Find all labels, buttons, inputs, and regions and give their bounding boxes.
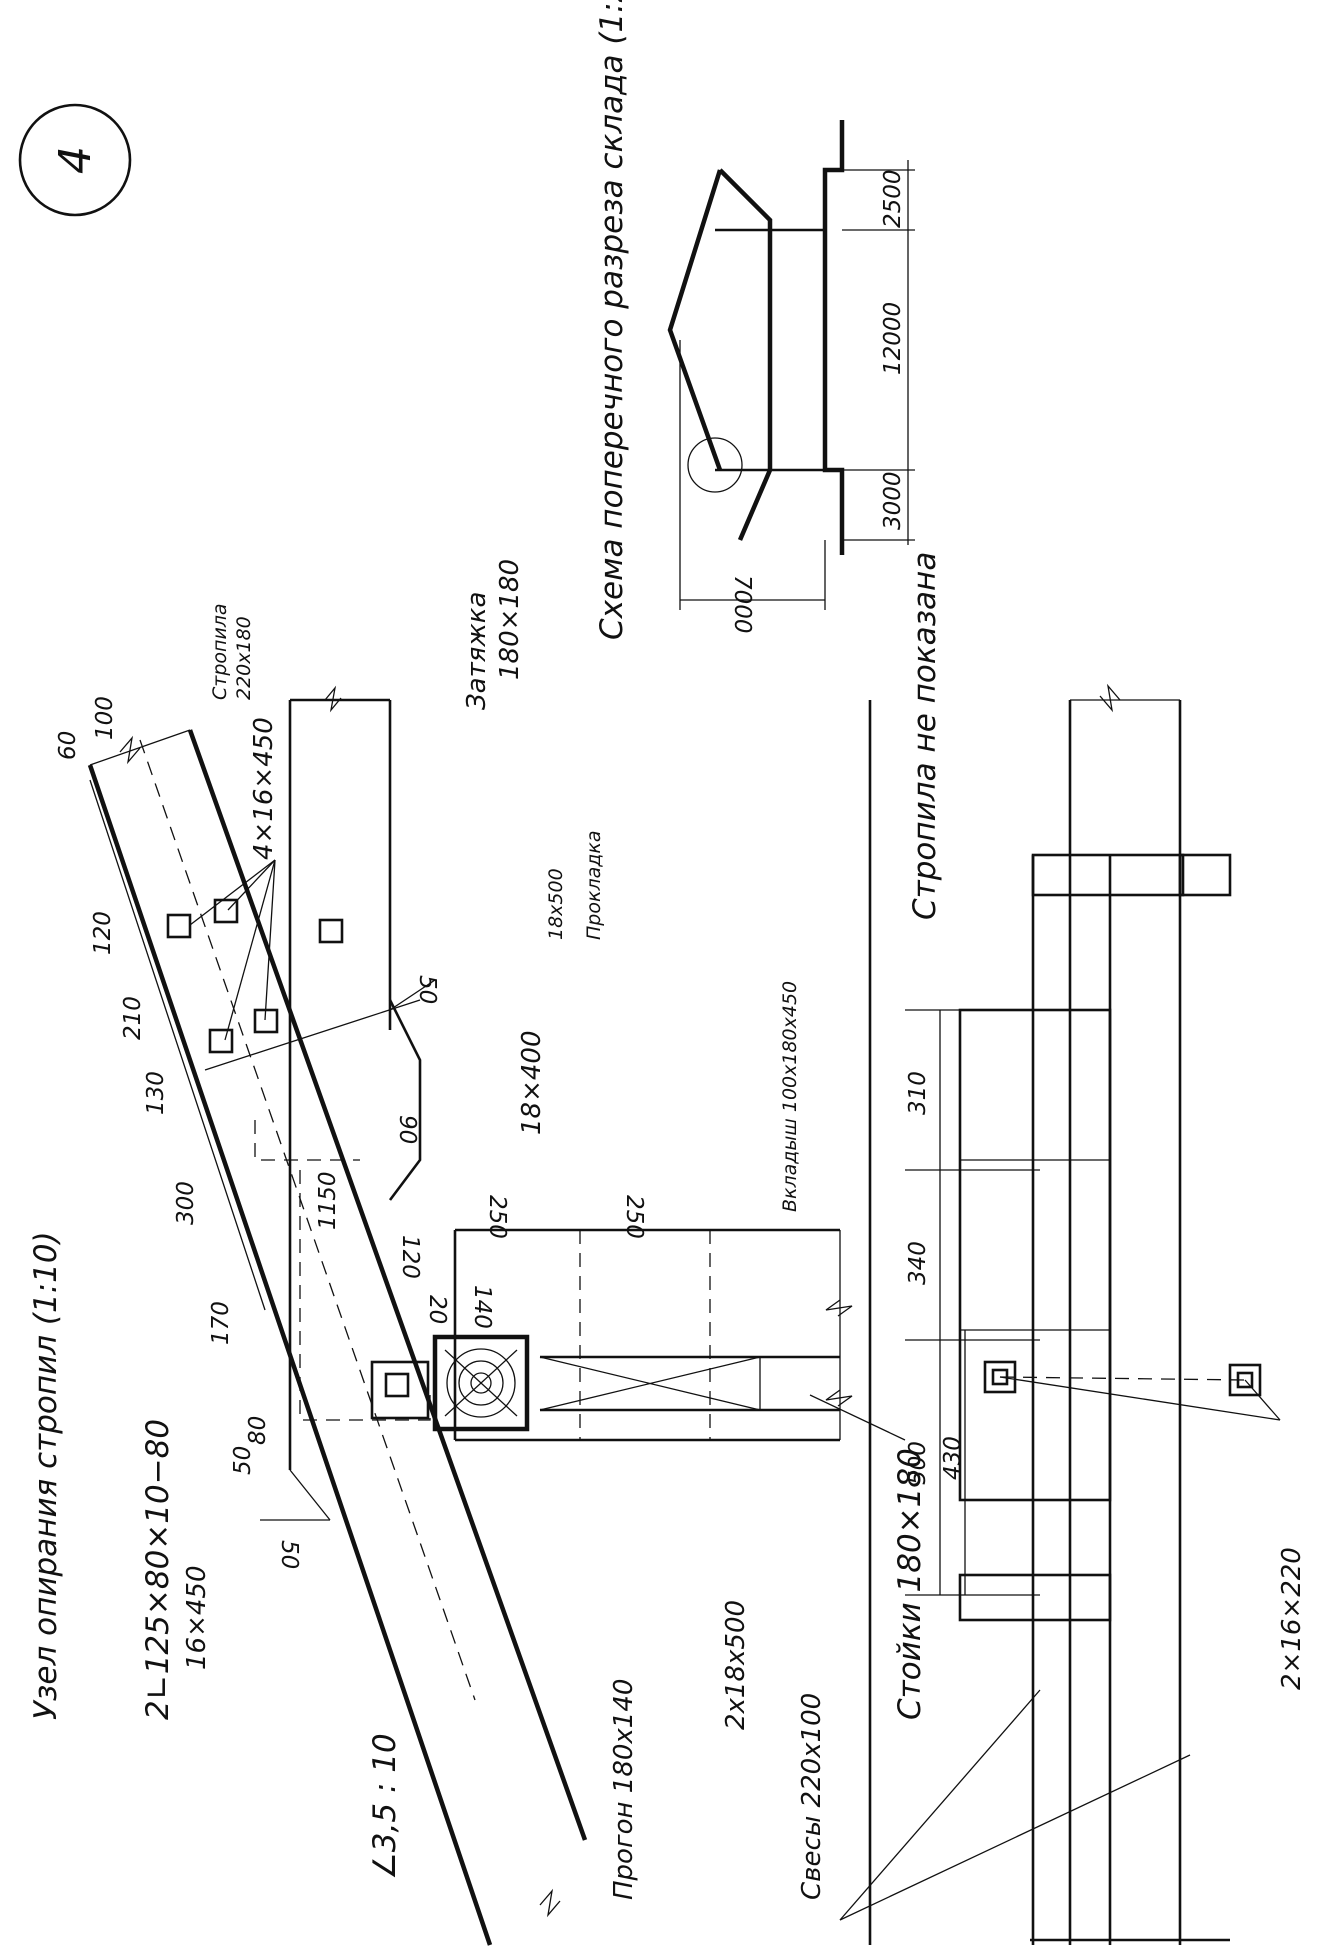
plan-note: Стропила не показана — [907, 552, 943, 920]
slope-label: ∠3,5 : 10 — [367, 1733, 403, 1880]
posts-label: Стойки 180×180 — [892, 1448, 928, 1720]
dim-130: 130 — [143, 1071, 169, 1115]
scheme-dimensions: 2500 12000 3000 7000 — [729, 169, 906, 633]
plates-2x18x500: 2x18x500 — [721, 1600, 751, 1730]
cross-section-scheme — [667, 120, 915, 610]
scheme-title: Схема поперечного разреза склада (1:250) — [594, 0, 630, 640]
tie-name: Затяжка — [462, 592, 492, 710]
plan-view — [809, 683, 1281, 1945]
braces-label: Свесы 220x100 — [797, 1693, 827, 1900]
dim-3000: 3000 — [880, 471, 906, 530]
node-title: Узел опирания стропил (1:10) — [28, 1231, 64, 1720]
bolts-2x16x220: 2×16×220 — [1277, 1547, 1307, 1690]
shim-size: 18x500 — [545, 868, 567, 940]
dim-12000: 12000 — [880, 302, 906, 375]
dim-210: 210 — [120, 996, 146, 1040]
insert-label: Вкладыш 100x180x450 — [779, 981, 801, 1212]
shim-pad — [388, 979, 436, 1201]
dim-430: 430 — [940, 1436, 966, 1480]
dim-500: 500 — [905, 1441, 931, 1485]
dim-20: 20 — [424, 1295, 450, 1324]
dim-300: 300 — [173, 1181, 199, 1225]
dim-120: 120 — [90, 911, 116, 955]
dim-310: 310 — [905, 1071, 931, 1115]
plan-dimensions: 310 340 500 430 — [905, 1071, 966, 1485]
dim-250b: 250 — [621, 1195, 647, 1239]
node-dimensions: 60 100 120 210 130 300 170 1150 80 50 90… — [55, 696, 647, 1569]
bolts-top: 4×16×450 — [249, 717, 279, 860]
sheet-number-badge: 4 — [18, 103, 132, 217]
dim-120b: 120 — [397, 1235, 423, 1279]
angles-label: 2∟125×80×10−80 — [140, 1419, 176, 1720]
bolt-group-top — [166, 859, 344, 1054]
rafter-size: 220x180 — [233, 616, 255, 700]
tie-size: 180×180 — [495, 559, 525, 680]
dim-80: 80 — [245, 1416, 271, 1445]
dim-60: 60 — [55, 731, 81, 760]
dim-90: 90 — [394, 1115, 420, 1144]
dim-250a: 250 — [484, 1195, 510, 1239]
dim-50b: 50 — [230, 1446, 256, 1475]
tie-beam — [260, 685, 392, 1521]
purlin-label: Прогон 180x140 — [609, 1679, 639, 1900]
node-location-circle — [687, 437, 743, 493]
plate-18x400: 18×400 — [517, 1031, 547, 1136]
sheet-number: 4 — [50, 146, 101, 174]
node-labels: Стропила 220x180 Затяжка 180×180 4×16×45… — [140, 559, 1307, 1900]
purlin-section — [370, 1334, 530, 1432]
dim-50a: 50 — [414, 975, 440, 1004]
posts — [453, 1228, 853, 1442]
rafter-name: Стропила — [209, 603, 231, 700]
bolt-square — [318, 918, 344, 944]
dim-340: 340 — [905, 1241, 931, 1285]
bolt-square — [208, 1028, 234, 1054]
dim-170: 170 — [208, 1301, 234, 1345]
dim-140: 140 — [469, 1285, 495, 1329]
shim-name: Прокладка — [583, 831, 605, 941]
dim-7000: 7000 — [729, 575, 755, 634]
dim-2500: 2500 — [880, 169, 906, 228]
rafter — [87, 729, 588, 1946]
bolt-16x450: 16×450 — [182, 1566, 212, 1671]
bolt-square — [166, 913, 192, 939]
dim-100: 100 — [92, 696, 118, 740]
node-drawing — [87, 685, 853, 1946]
bolt-square — [213, 898, 239, 924]
dim-1150: 1150 — [315, 1171, 341, 1230]
dim-50c: 50 — [276, 1540, 302, 1569]
